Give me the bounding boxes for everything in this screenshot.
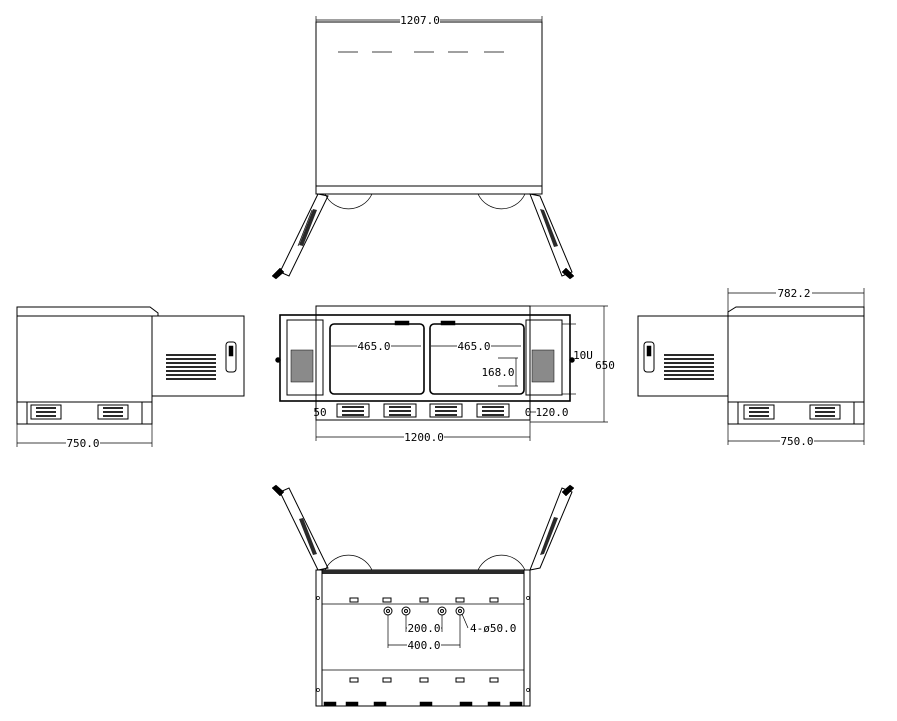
bottom-right-door (529, 487, 573, 571)
front-view: 465.0 465.0 168.0 10U 650 50 0 120.0 120… (275, 305, 615, 444)
bottom-right-swing-arc (477, 554, 526, 571)
bottom-left-door (279, 487, 329, 571)
left-side-body (16, 315, 153, 403)
front-panel-left (329, 323, 425, 395)
top-view-roof (315, 21, 543, 195)
right-side-view: 782.2 750.0 (637, 287, 865, 448)
top-right-swing-arc (477, 193, 526, 210)
top-right-door (529, 193, 573, 277)
hole-diameter-callout: 4-ø50.0 (470, 622, 516, 635)
bottom-view: 200.0 400.0 4-ø50.0 (271, 484, 575, 707)
right-depth-dim: 750.0 (780, 435, 813, 448)
bottom-cable-holes (383, 606, 465, 616)
right-door-vent (664, 354, 714, 380)
front-side-left-dim: 50 (313, 406, 326, 419)
bottom-left-swing-arc (324, 554, 373, 571)
right-side-body (727, 315, 865, 403)
front-inner-height-dim: 168.0 (481, 366, 514, 379)
front-width-dim: 1200.0 (404, 431, 444, 444)
front-inner-left-dim: 465.0 (357, 340, 390, 353)
front-base-vents (336, 403, 510, 418)
rack-units-dim: 10U (573, 349, 593, 362)
right-open-door (637, 315, 729, 397)
hole-span-dim: 400.0 (407, 639, 440, 652)
front-view-outline (315, 305, 531, 421)
right-top-width-dim: 782.2 (777, 287, 810, 300)
top-left-door (279, 193, 329, 277)
bottom-view-body (315, 569, 531, 707)
left-side-view: 750.0 (16, 306, 245, 450)
top-left-swing-arc (324, 193, 373, 210)
top-width-dim: 1207.0 (400, 14, 440, 27)
hole-spacing-dim: 200.0 (407, 622, 440, 635)
left-open-door (151, 315, 245, 397)
left-door-vent (166, 354, 216, 380)
front-height-dim: 650 (595, 359, 615, 372)
front-side-right-dim: 0 (525, 406, 532, 419)
front-base-height-dim: 120.0 (535, 406, 568, 419)
front-panel-right (429, 323, 525, 395)
left-depth-dim: 750.0 (66, 437, 99, 450)
top-view: 1207.0 (271, 14, 575, 280)
front-inner-right-dim: 465.0 (457, 340, 490, 353)
